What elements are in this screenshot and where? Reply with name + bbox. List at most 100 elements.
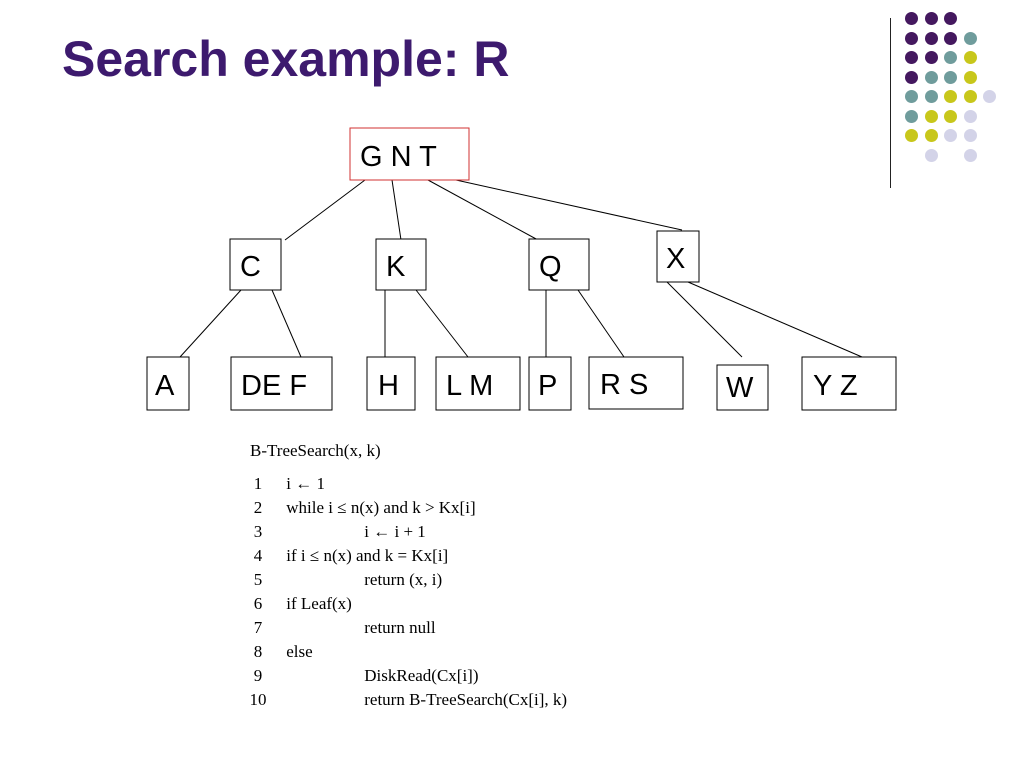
line-number: 7 [253,618,263,637]
tree-node-c [229,238,282,291]
tree-leaf-w [716,364,769,411]
edge-root-x [455,179,683,231]
tree-leaf-h [366,356,416,411]
line-number: 2 [253,498,263,517]
decorative-dot [924,51,938,64]
b-tree-diagram: G N T C K Q X A DE F H L M P R S W Y Z [146,127,897,411]
tree-node-q-label: Q [539,251,562,283]
code-text: i ← i + 1 [364,522,426,541]
tree-leaf-p-label: P [538,370,557,402]
line-number: 4 [253,546,263,565]
decorative-dot [905,129,918,142]
tree-leaf-a [146,356,190,411]
decorative-dot [963,109,977,123]
vertical-divider [890,18,891,188]
slide-title: Search example: R [62,31,510,87]
edge-x-w [666,281,743,358]
tree-leaf-rs [588,356,684,410]
decorative-dot [905,90,918,103]
tree-node-x [656,230,700,283]
tree-leaf-yz-label: Y Z [813,370,858,402]
code-text: return B-TreeSearch(Cx[i], k) [364,690,568,709]
tree-leaf-def-label: DE F [241,370,307,402]
decorative-dot [944,109,957,123]
decorative-dot [963,51,977,64]
edge-root-k [391,179,402,241]
tree-node-k [375,238,427,291]
decorative-dot [944,31,957,45]
decorative-dot [944,129,957,142]
code-line: 8 else [250,640,567,664]
line-number: 1 [253,474,263,493]
code-line: 6 if Leaf(x) [250,592,567,616]
code-text: else [286,642,313,661]
edge-x-yz [687,281,863,358]
code-line: 2 while i ≤ n(x) and k > Kx[i] [250,496,567,520]
algorithm-pseudocode: B-TreeSearch(x, k) 1 i ← 1 2 while i ≤ n… [250,440,568,712]
tree-leaf-h-label: H [378,370,399,402]
line-number: 10 [249,690,267,709]
decorative-dot [963,148,977,162]
tree-leaf-rs-label: R S [600,369,648,401]
decorative-dot [924,70,938,84]
decorative-dot [905,109,918,123]
decorative-dot [944,51,957,64]
code-text: return (x, i) [364,570,443,589]
tree-leaf-a-label: A [155,370,175,402]
edge-c-def [271,289,302,358]
decorative-dot [924,148,938,162]
tree-leaf-lm [435,356,521,411]
tree-leaf-lm-label: L M [446,370,493,402]
decorative-dot [924,129,938,142]
decorative-dot [963,90,977,103]
decorative-dot [905,12,918,25]
decorative-dot [963,31,977,45]
code-text: while i ≤ n(x) and k > Kx[i] [286,498,476,517]
decorative-dot [924,109,938,123]
code-text: return null [364,618,436,637]
code-line: 1 i ← 1 [250,472,567,496]
tree-node-root [349,127,470,181]
line-number: 3 [253,522,263,541]
decorative-dot [905,51,918,64]
decorative-dot [944,12,957,25]
code-line: 7 return null [250,616,567,640]
tree-leaf-p [528,356,572,411]
decorative-dot [924,90,938,103]
tree-node-c-label: C [240,251,261,283]
code-text: i ← 1 [286,474,325,493]
decorative-dot [905,70,918,84]
edge-root-c [284,179,366,241]
decorative-dot [924,12,938,25]
tree-leaf-yz [801,356,897,411]
code-line: 4 if i ≤ n(x) and k = Kx[i] [250,544,567,568]
decorative-dot [983,90,996,103]
tree-leaf-w-label: W [726,372,754,404]
code-text: if Leaf(x) [286,594,352,613]
decorative-dot [905,31,918,45]
edge-root-q [427,179,539,241]
decorative-dot [944,70,957,84]
edge-q-rs [577,289,625,358]
decorative-dot-grid [905,12,1015,172]
decorative-dot [963,70,977,84]
line-number: 5 [253,570,263,589]
decorative-dot [944,90,957,103]
tree-node-root-label: G N T [360,141,437,173]
code-line: 5 return (x, i) [250,568,567,592]
code-text: if i ≤ n(x) and k = Kx[i] [286,546,449,565]
decorative-dot [963,129,977,142]
edge-k-lm [415,289,469,358]
tree-node-q [528,238,590,291]
algorithm-title: B-TreeSearch(x, k) [250,441,381,460]
code-line: 3 i ← i + 1 [250,520,567,544]
code-line: 10 return B-TreeSearch(Cx[i], k) [250,688,568,712]
tree-node-k-label: K [386,251,406,283]
line-number: 9 [253,666,263,685]
tree-leaf-def [230,356,333,411]
code-line: 9 DiskRead(Cx[i]) [250,664,567,688]
edge-c-a [179,289,242,358]
line-number: 8 [253,642,263,661]
decorative-dot [924,31,938,45]
code-text: DiskRead(Cx[i]) [364,666,479,685]
